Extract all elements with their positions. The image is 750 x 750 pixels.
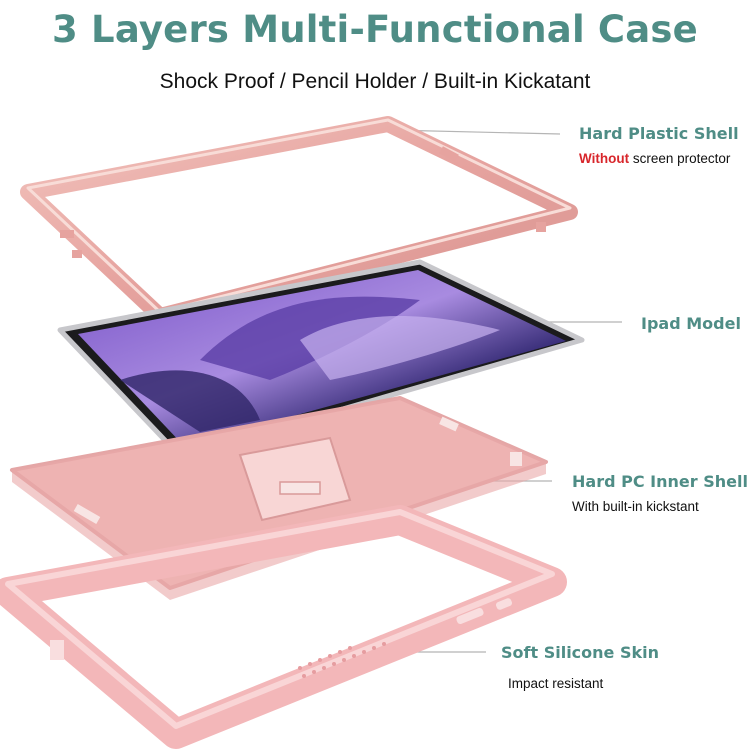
page-title: 3 Layers Multi-Functional Case [52,8,698,51]
label-soft-silicone-skin: Soft Silicone Skin [501,643,659,662]
page-subtitle: Shock Proof / Pencil Holder / Built-in K… [159,70,591,93]
tablet-device [57,259,585,459]
note-accent: Without [579,151,630,166]
label-hard-plastic-shell: Hard Plastic Shell [579,124,739,143]
label-hard-pc-inner-shell: Hard PC Inner Shell [572,472,748,491]
label-ipad-model: Ipad Model [641,314,741,333]
hard-plastic-shell-frame [20,116,578,324]
note-text: screen protector [629,151,731,166]
silicone-grip-texture [298,642,386,678]
note-soft-silicone-skin: Impact resistant [508,676,604,691]
note-hard-pc-inner-shell: With built-in kickstant [572,499,699,514]
hard-pc-inner-shell [10,396,548,600]
soft-silicone-skin [0,505,567,749]
note-hard-plastic-shell: Without screen protector [579,151,730,166]
